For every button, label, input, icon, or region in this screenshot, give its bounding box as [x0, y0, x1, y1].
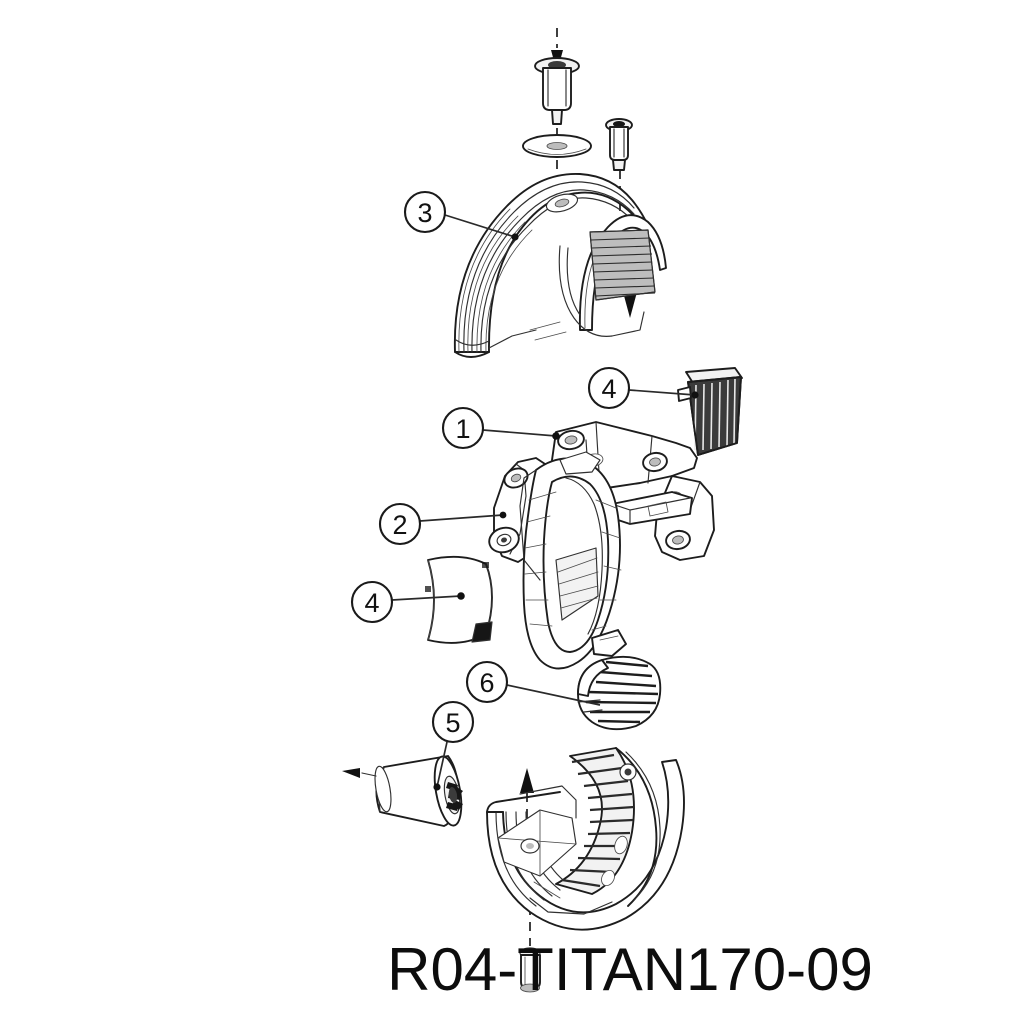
- callout-5-anchor-dot: [433, 783, 441, 791]
- callout-6-bubble[interactable]: [465, 660, 509, 704]
- part-ribbed-cover-shield: [453, 173, 667, 358]
- callout-3-label: 3: [417, 198, 432, 228]
- part-number-watermark: R04-TITAN170-09: [387, 936, 873, 1003]
- callout-4-upper-anchor-dot: [691, 391, 699, 399]
- callout-3[interactable]: 3: [403, 190, 519, 241]
- callout-4-upper[interactable]: 4: [587, 366, 699, 410]
- callout-2-label: 2: [392, 510, 407, 540]
- callout-group: 3 4 1 2 4: [350, 190, 699, 791]
- callout-4-lower[interactable]: 4: [350, 580, 465, 624]
- callout-1-anchor-dot: [552, 432, 560, 440]
- carrier-core-ribs: [561, 753, 635, 888]
- pad-fin-lines: [694, 378, 736, 451]
- callout-6-label: 6: [479, 668, 494, 698]
- part-top-washer: [522, 134, 592, 158]
- heatshield-fins: [585, 660, 659, 724]
- part-lower-ribbed-carrier: [486, 747, 685, 931]
- cover-inner-ribs: [589, 229, 656, 301]
- housing-internal-webs: [524, 491, 622, 631]
- part-caliper-housing: [488, 451, 627, 670]
- callout-1-label: 1: [455, 414, 470, 444]
- callout-2[interactable]: 2: [378, 502, 507, 546]
- assembly-axis-bottom: [520, 768, 534, 845]
- callout-4-upper-label: 4: [601, 374, 616, 404]
- callout-2-anchor-dot: [499, 511, 507, 519]
- callout-2-bubble[interactable]: [378, 502, 422, 546]
- callout-4-upper-bubble[interactable]: [587, 366, 631, 410]
- callout-3-anchor-dot: [511, 233, 519, 241]
- part-top-mounting-bolt: [534, 57, 580, 125]
- callout-4-lower-anchor-dot: [457, 592, 465, 600]
- part-brake-pad-upper: [677, 367, 743, 456]
- callout-4-lower-label: 4: [364, 588, 379, 618]
- callout-1[interactable]: 1: [441, 406, 560, 450]
- callout-5-label: 5: [445, 708, 460, 738]
- callout-4-lower-bubble[interactable]: [350, 580, 394, 624]
- callout-5[interactable]: 5: [431, 700, 475, 791]
- callout-1-bubble[interactable]: [441, 406, 485, 450]
- callout-3-bubble[interactable]: [403, 190, 447, 234]
- part-bottom-screw: [519, 947, 541, 993]
- part-top-right-screw: [605, 118, 633, 171]
- part-finned-heat-shield: [577, 655, 662, 731]
- callout-6[interactable]: 6: [465, 660, 601, 706]
- part-brake-pad-lower: [425, 555, 493, 644]
- callout-5-bubble[interactable]: [431, 700, 475, 744]
- part-electric-actuator-motor: [342, 755, 463, 827]
